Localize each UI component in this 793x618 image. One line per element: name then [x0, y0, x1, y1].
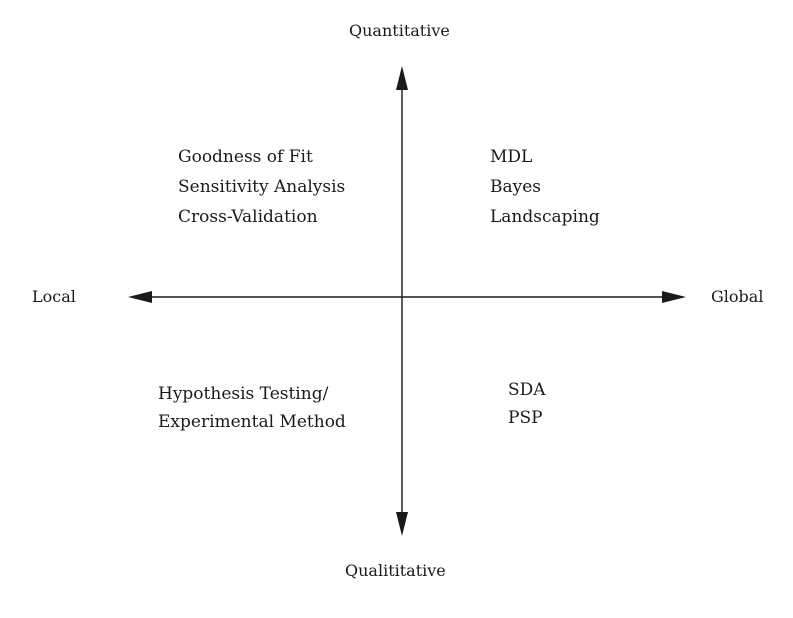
- arrow-left-icon: [128, 291, 152, 303]
- quadrant-top-right: MDL Bayes Landscaping: [490, 146, 600, 236]
- list-item: Bayes: [490, 177, 542, 197]
- list-item: Sensitivity Analysis: [178, 177, 346, 197]
- axis-label-quantitative: Quantitative: [349, 21, 450, 40]
- list-item: SDA: [508, 380, 546, 400]
- list-item: PSP: [508, 408, 543, 428]
- list-item: Cross-Validation: [178, 207, 318, 227]
- axis-label-qualitative: Qualititative: [345, 561, 446, 580]
- list-item: Experimental Method: [158, 412, 346, 432]
- quadrant-top-left: Goodness of Fit Sensitivity Analysis Cro…: [178, 146, 345, 236]
- quadrant-bottom-left: Hypothesis Testing/ Experimental Method: [158, 383, 346, 439]
- arrow-up-icon: [396, 66, 408, 90]
- axis-label-local: Local: [32, 287, 76, 306]
- arrow-down-icon: [396, 512, 408, 536]
- arrow-right-icon: [662, 291, 686, 303]
- axis-label-global: Global: [711, 287, 764, 306]
- list-item: MDL: [490, 147, 533, 167]
- list-item: Hypothesis Testing/: [158, 384, 329, 404]
- list-item: Goodness of Fit: [178, 147, 313, 167]
- list-item: Landscaping: [490, 207, 600, 227]
- quadrant-bottom-right: SDA PSP: [508, 379, 546, 435]
